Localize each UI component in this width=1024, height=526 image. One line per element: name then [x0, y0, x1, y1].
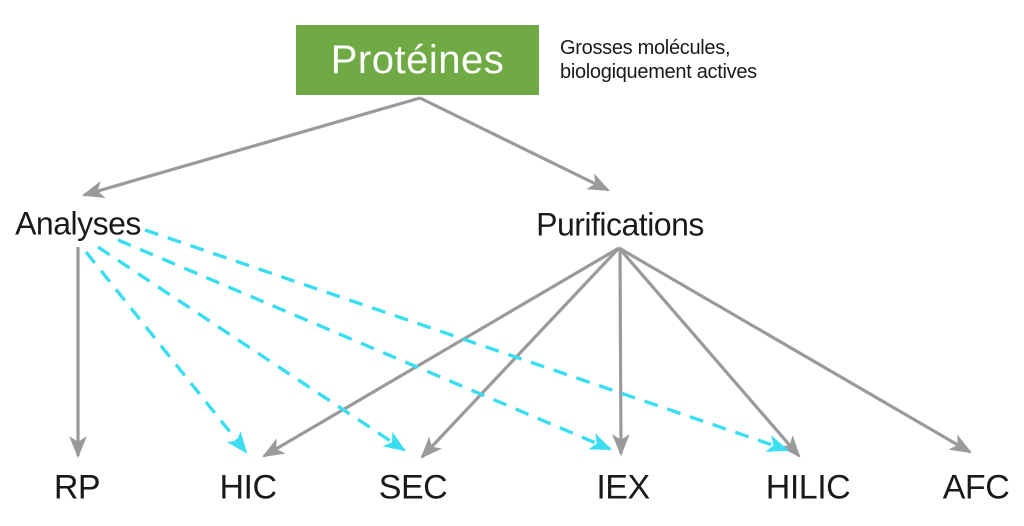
root-annotation-line2: biologiquement actives: [560, 61, 757, 83]
node-purifications: Purifications: [536, 206, 704, 243]
root-annotation: Grosses molécules, biologiquement active…: [560, 36, 757, 84]
node-iex: IEX: [596, 468, 650, 507]
edge-purifications-hilic: [617, 246, 801, 458]
edge-purifications-iex: [612, 247, 630, 457]
node-hic: HIC: [219, 468, 277, 507]
edge-purifications-hic: [262, 246, 620, 458]
edge-proteines-purifications: [419, 96, 610, 192]
proteines-node: Protéines: [296, 25, 539, 95]
edge-proteines-analyses: [81, 96, 421, 198]
edge-purifications-afc: [618, 246, 972, 454]
edge-analyses-hic: [84, 250, 248, 454]
node-hilic: HILIC: [765, 468, 851, 507]
edge-analyses-hilic: [144, 228, 790, 452]
node-sec: SEC: [378, 468, 448, 507]
edge-analyses-sec: [97, 245, 406, 452]
root-annotation-line1: Grosses molécules,: [560, 37, 731, 59]
node-analyses: Analyses: [15, 205, 141, 242]
node-rp: RP: [53, 468, 101, 507]
edge-analyses-iex: [117, 238, 613, 451]
edge-purifications-sec: [420, 246, 621, 459]
node-afc: AFC: [942, 468, 1010, 507]
